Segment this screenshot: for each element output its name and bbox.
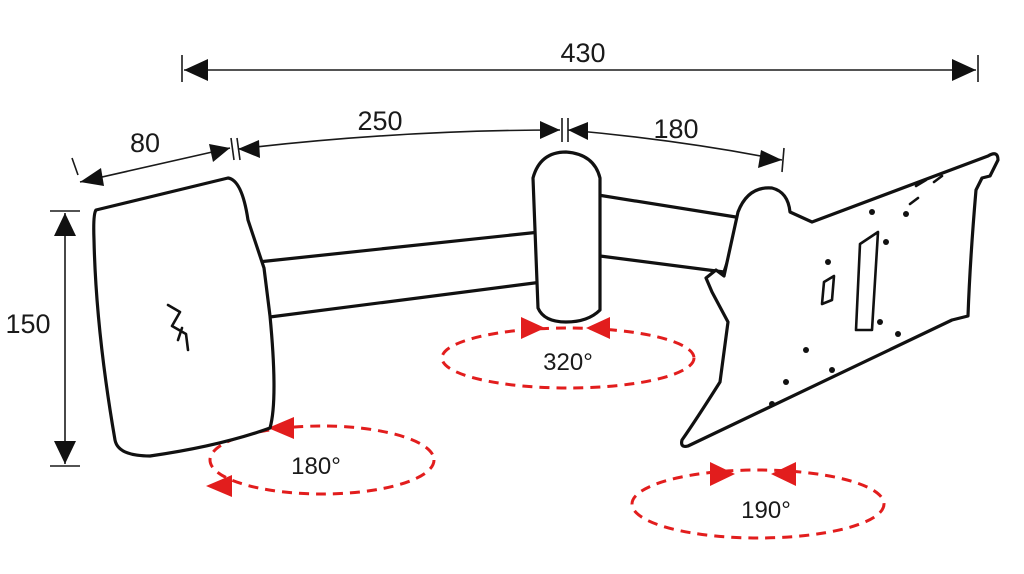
rotation-arrow-icon xyxy=(771,462,796,486)
dimension-label-150: 150 xyxy=(5,309,50,339)
extension-line xyxy=(781,147,785,173)
arm-short xyxy=(596,193,744,274)
rotation-arrow-icon xyxy=(206,475,232,497)
dimension-label-180: 180 xyxy=(653,114,698,144)
rotation-wall-joint: 180° xyxy=(206,417,436,497)
dimension-label-250: 250 xyxy=(357,106,402,136)
screw-hole xyxy=(829,367,835,373)
screw-hole xyxy=(803,347,809,353)
arrow-head-left xyxy=(568,122,588,140)
arrow-head-left xyxy=(184,59,208,81)
screw-hole xyxy=(877,319,883,325)
extension-line xyxy=(71,157,79,176)
vesa-bracket xyxy=(680,152,1000,448)
screw-hole xyxy=(869,209,875,215)
rotation-label-180: 180° xyxy=(291,453,341,480)
extension-line xyxy=(230,137,235,161)
arrow-head-top xyxy=(54,213,76,236)
arrow-head-left xyxy=(80,168,104,186)
arrow-head-bottom xyxy=(54,441,76,464)
middle-joint xyxy=(531,150,602,324)
screw-hole xyxy=(783,379,789,385)
bracket-slot-small xyxy=(820,274,836,306)
dimension-wall-plate-depth: 80 xyxy=(71,128,235,186)
dimension-arm-short: 180 xyxy=(567,114,785,173)
dimension-line xyxy=(237,129,561,150)
wall-plate xyxy=(92,176,276,458)
dimension-arm-long: 250 xyxy=(236,106,563,161)
bracket-tabs xyxy=(908,174,944,206)
rotation-arrow-icon xyxy=(268,417,294,439)
bracket-slot xyxy=(854,230,880,332)
screw-hole xyxy=(903,211,909,217)
arm-long xyxy=(256,230,544,320)
rotation-arrow-icon xyxy=(586,317,610,339)
rotation-label-190: 190° xyxy=(741,497,791,524)
dimension-label-80: 80 xyxy=(130,128,160,158)
rotation-arrow-icon xyxy=(521,317,545,339)
dimension-line xyxy=(79,147,231,183)
screw-hole xyxy=(769,401,775,407)
rotation-label-320: 320° xyxy=(543,349,593,376)
screw-hole xyxy=(883,239,889,245)
screw-hole xyxy=(825,259,831,265)
dimension-label-total: 430 xyxy=(560,38,605,68)
rotation-bracket-joint: 190° xyxy=(630,462,886,540)
dimension-line xyxy=(567,129,783,161)
rotation-middle-joint: 320° xyxy=(440,317,696,390)
lightning-bolt-icon xyxy=(166,303,190,352)
vesa-bracket-details xyxy=(769,174,944,407)
arrow-head-right xyxy=(758,150,782,168)
rotation-ellipse xyxy=(630,468,886,540)
arrow-head-left xyxy=(238,140,260,158)
arrow-head-right xyxy=(209,144,230,162)
rotation-ellipse xyxy=(208,424,436,496)
arrow-head-right xyxy=(952,59,976,81)
arrow-head-right xyxy=(540,121,560,139)
rotation-ellipse xyxy=(440,326,696,390)
rotation-arrow-icon xyxy=(710,462,735,486)
screw-hole xyxy=(895,331,901,337)
dimension-total: 430 xyxy=(181,38,979,82)
dimension-wall-plate-height: 150 xyxy=(5,210,80,467)
